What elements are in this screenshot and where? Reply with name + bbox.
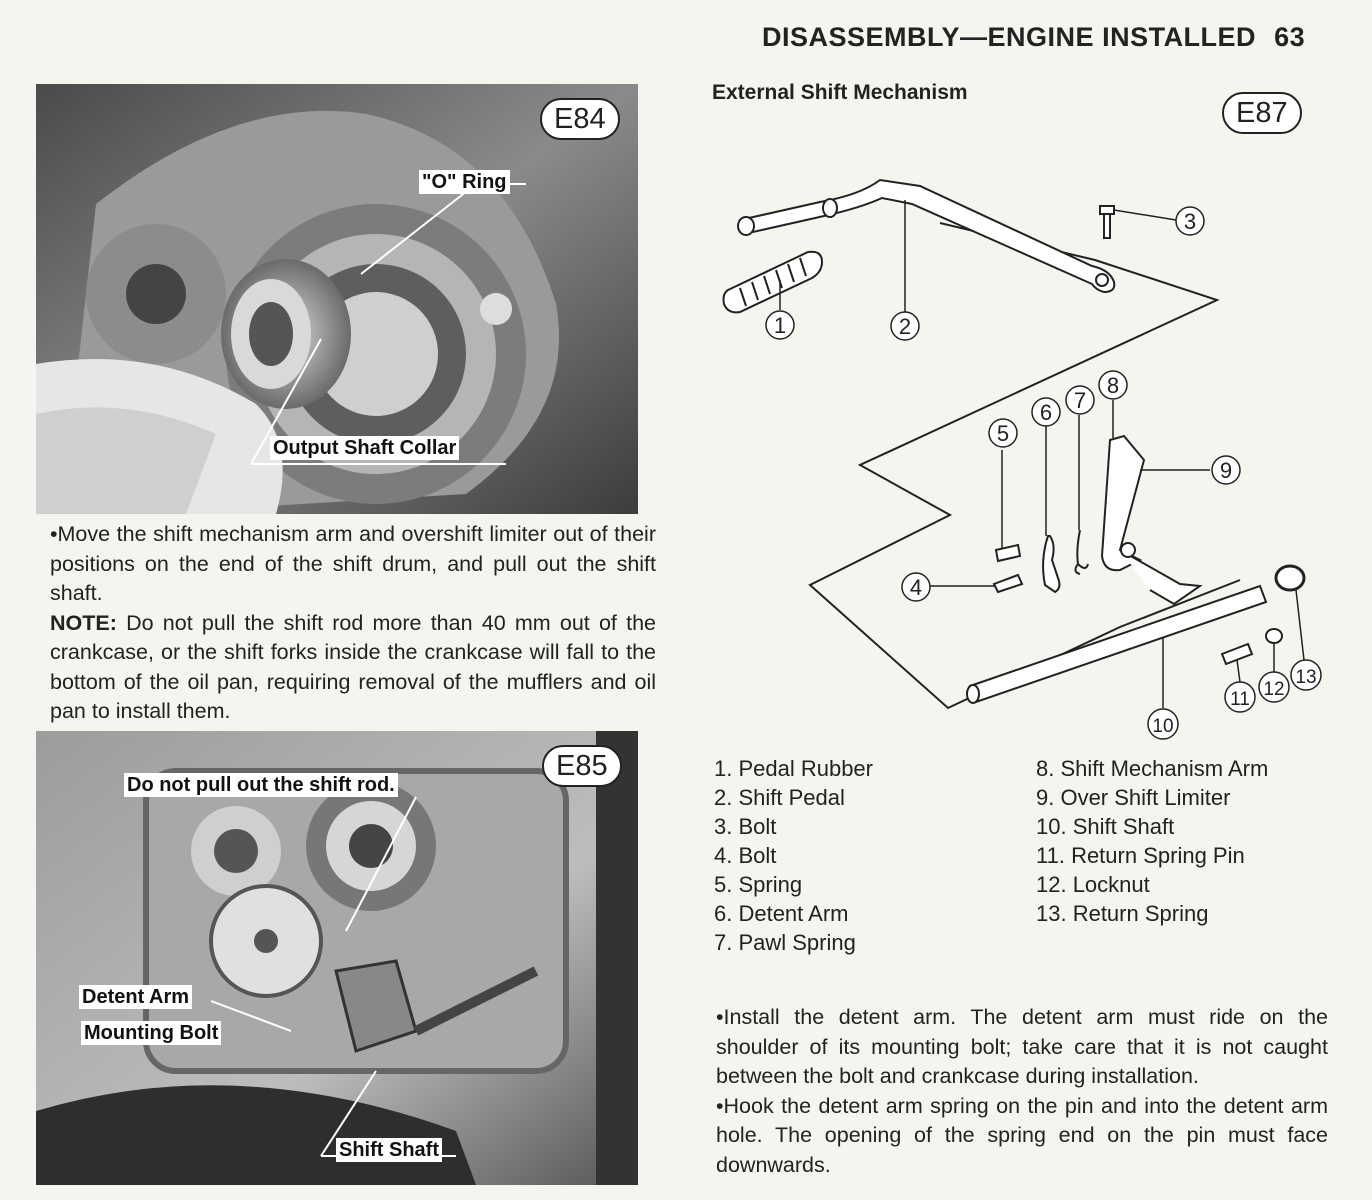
figure-tag-e85: E85 xyxy=(542,745,622,787)
callout-5: 5 xyxy=(988,418,1018,448)
svg-text:2: 2 xyxy=(899,314,911,339)
leader-lines xyxy=(779,200,1305,708)
callout-10: 10 xyxy=(1147,708,1179,740)
callout-9: 9 xyxy=(1211,455,1241,485)
parts-list-left: 1. Pedal Rubber 2. Shift Pedal 3. Bolt 4… xyxy=(714,754,873,957)
parts-list-item: 13. Return Spring xyxy=(1036,901,1209,926)
svg-text:10: 10 xyxy=(1152,716,1173,737)
svg-text:4: 4 xyxy=(910,575,922,600)
bullet-hook-spring: •Hook the detent arm spring on the pin a… xyxy=(716,1093,1328,1177)
svg-text:7: 7 xyxy=(1074,388,1086,413)
label-mounting-bolt: Mounting Bolt xyxy=(81,1021,222,1045)
callout-1: 1 xyxy=(765,310,795,340)
parts-list-item: 5. Spring xyxy=(714,872,803,897)
parts-list-item: 6. Detent Arm xyxy=(714,901,849,926)
header-title: DISASSEMBLY—ENGINE INSTALLED xyxy=(762,22,1257,52)
svg-text:3: 3 xyxy=(1184,209,1196,234)
parts-list-item: 11. Return Spring Pin xyxy=(1036,843,1245,868)
note-paragraph: NOTE: Do not pull the shift rod more tha… xyxy=(50,609,656,727)
parts-list-item: 12. Locknut xyxy=(1036,872,1150,897)
bullet-install-detent-arm: •Install the detent arm. The detent arm … xyxy=(716,1005,1328,1088)
callout-6: 6 xyxy=(1031,397,1061,427)
label-o-ring: "O" Ring xyxy=(419,170,510,194)
right-instructions: •Install the detent arm. The detent arm … xyxy=(716,1003,1328,1200)
pedal-rubber-part xyxy=(722,250,824,314)
callout-13: 13 xyxy=(1290,659,1322,691)
bolt-3-part xyxy=(1099,205,1115,239)
shift-shaft-part xyxy=(966,584,1268,704)
shift-pedal-part xyxy=(737,178,1116,294)
callout-3: 3 xyxy=(1175,206,1205,236)
detent-parts xyxy=(992,529,1089,594)
parts-list-item: 2. Shift Pedal xyxy=(714,785,845,810)
svg-text:12: 12 xyxy=(1263,679,1284,700)
figure-tag-e84: E84 xyxy=(540,98,620,140)
callout-11: 11 xyxy=(1224,681,1256,713)
note-text: Do not pull the shift rod more than 40 m… xyxy=(50,610,656,724)
parts-list-item: 3. Bolt xyxy=(714,814,777,839)
label-do-not-pull: Do not pull out the shift rod. xyxy=(124,773,398,797)
svg-text:1: 1 xyxy=(774,313,786,338)
callout-4: 4 xyxy=(901,572,931,602)
svg-text:6: 6 xyxy=(1040,400,1052,425)
photo-e84: E84 "O" Ring Output Shaft Collar xyxy=(36,84,638,514)
note-label: NOTE: xyxy=(50,610,117,635)
label-shift-shaft: Shift Shaft xyxy=(336,1138,442,1162)
parts-list-item: 8. Shift Mechanism Arm xyxy=(1036,756,1269,781)
photo-e84-image xyxy=(36,84,638,514)
bullet-move-shift-mechanism: •Move the shift mechanism arm and oversh… xyxy=(50,522,656,605)
svg-text:13: 13 xyxy=(1295,667,1316,688)
parts-list-item: 1. Pedal Rubber xyxy=(714,756,873,781)
label-output-shaft-collar: Output Shaft Collar xyxy=(270,436,460,460)
photo-e85: E85 Do not pull out the shift rod. Deten… xyxy=(36,731,638,1185)
parts-list-item: 4. Bolt xyxy=(714,843,777,868)
exploded-diagram: 1 2 3 4 5 6 7 8 9 10 11 12 13 xyxy=(722,178,1322,740)
callout-12: 12 xyxy=(1258,671,1290,703)
svg-text:8: 8 xyxy=(1107,373,1119,398)
section-title: External Shift Mechanism xyxy=(712,81,968,104)
callout-7: 7 xyxy=(1065,385,1095,415)
page-number: 63 xyxy=(1274,22,1306,52)
label-detent-arm: Detent Arm xyxy=(79,985,193,1009)
callout-8: 8 xyxy=(1098,370,1128,400)
svg-text:11: 11 xyxy=(1230,689,1250,710)
figure-tag-e87: E87 xyxy=(1222,92,1302,134)
parts-list-item: 10. Shift Shaft xyxy=(1036,814,1175,839)
photo-e85-image xyxy=(36,731,638,1185)
parts-list-item: 9. Over Shift Limiter xyxy=(1036,785,1231,810)
shift-mechanism-arm-part xyxy=(1100,434,1203,606)
parts-list-item: 7. Pawl Spring xyxy=(714,930,856,955)
return-spring-parts xyxy=(1220,564,1306,666)
page-header: DISASSEMBLY—ENGINE INSTALLED 63 xyxy=(762,22,1305,53)
plane-outline xyxy=(808,222,1241,710)
left-instructions: •Move the shift mechanism arm and oversh… xyxy=(50,520,656,727)
svg-text:9: 9 xyxy=(1220,458,1232,483)
svg-text:5: 5 xyxy=(997,421,1009,446)
callout-2: 2 xyxy=(890,311,920,341)
parts-list-right: 8. Shift Mechanism Arm 9. Over Shift Lim… xyxy=(1036,754,1268,928)
